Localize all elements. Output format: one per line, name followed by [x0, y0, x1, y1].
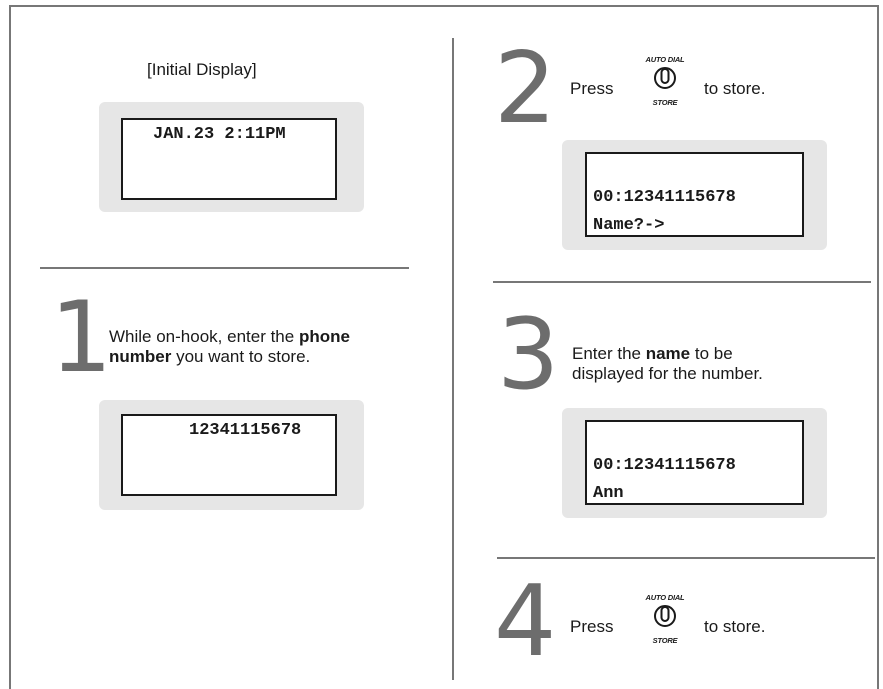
step-number-1: 1: [50, 281, 113, 395]
power-button-icon: [654, 605, 676, 627]
lcd-line-1: 12341115678: [189, 421, 302, 440]
divider-right-1: [493, 281, 871, 283]
auto-dial-store-button: AUTO DIAL STORE: [642, 593, 688, 647]
step3-display-lcd: 00:12341115678 Ann: [585, 420, 804, 505]
button-label-bottom: STORE: [652, 98, 678, 107]
initial-display-lcd: JAN.23 2:11PM: [121, 118, 337, 200]
lcd-line-1: JAN.23 2:11PM: [153, 125, 286, 144]
auto-dial-store-button: AUTO DIAL STORE: [642, 55, 688, 109]
lcd-line-2: Ann: [593, 484, 624, 503]
button-label-top: AUTO DIAL: [645, 55, 685, 64]
step1-display-lcd: 12341115678: [121, 414, 337, 496]
step3-instruction: Enter the name to be displayed for the n…: [572, 344, 763, 383]
step-number-4: 4: [494, 565, 557, 679]
step1-instruction: While on-hook, enter the phone number yo…: [109, 327, 350, 366]
step2-display-lcd: 00:12341115678 Name?->: [585, 152, 804, 237]
step2-to-store-text: to store.: [704, 79, 766, 98]
divider-right-2: [497, 557, 875, 559]
lcd-line-1: 00:12341115678: [593, 456, 736, 475]
step4-press-text: Press: [570, 617, 614, 636]
initial-display-heading: [Initial Display]: [147, 60, 257, 79]
power-button-icon: [654, 67, 676, 89]
step4-to-store-text: to store.: [704, 617, 766, 636]
divider-left-1: [40, 267, 409, 269]
page-frame: [9, 5, 879, 689]
column-divider: [452, 38, 454, 680]
button-label-top: AUTO DIAL: [645, 593, 685, 602]
lcd-line-1: 00:12341115678: [593, 188, 736, 207]
step2-press-text: Press: [570, 79, 614, 98]
step-number-3: 3: [497, 298, 560, 412]
lcd-line-2: Name?->: [593, 216, 665, 235]
button-label-bottom: STORE: [652, 636, 678, 645]
step-number-2: 2: [494, 32, 557, 146]
